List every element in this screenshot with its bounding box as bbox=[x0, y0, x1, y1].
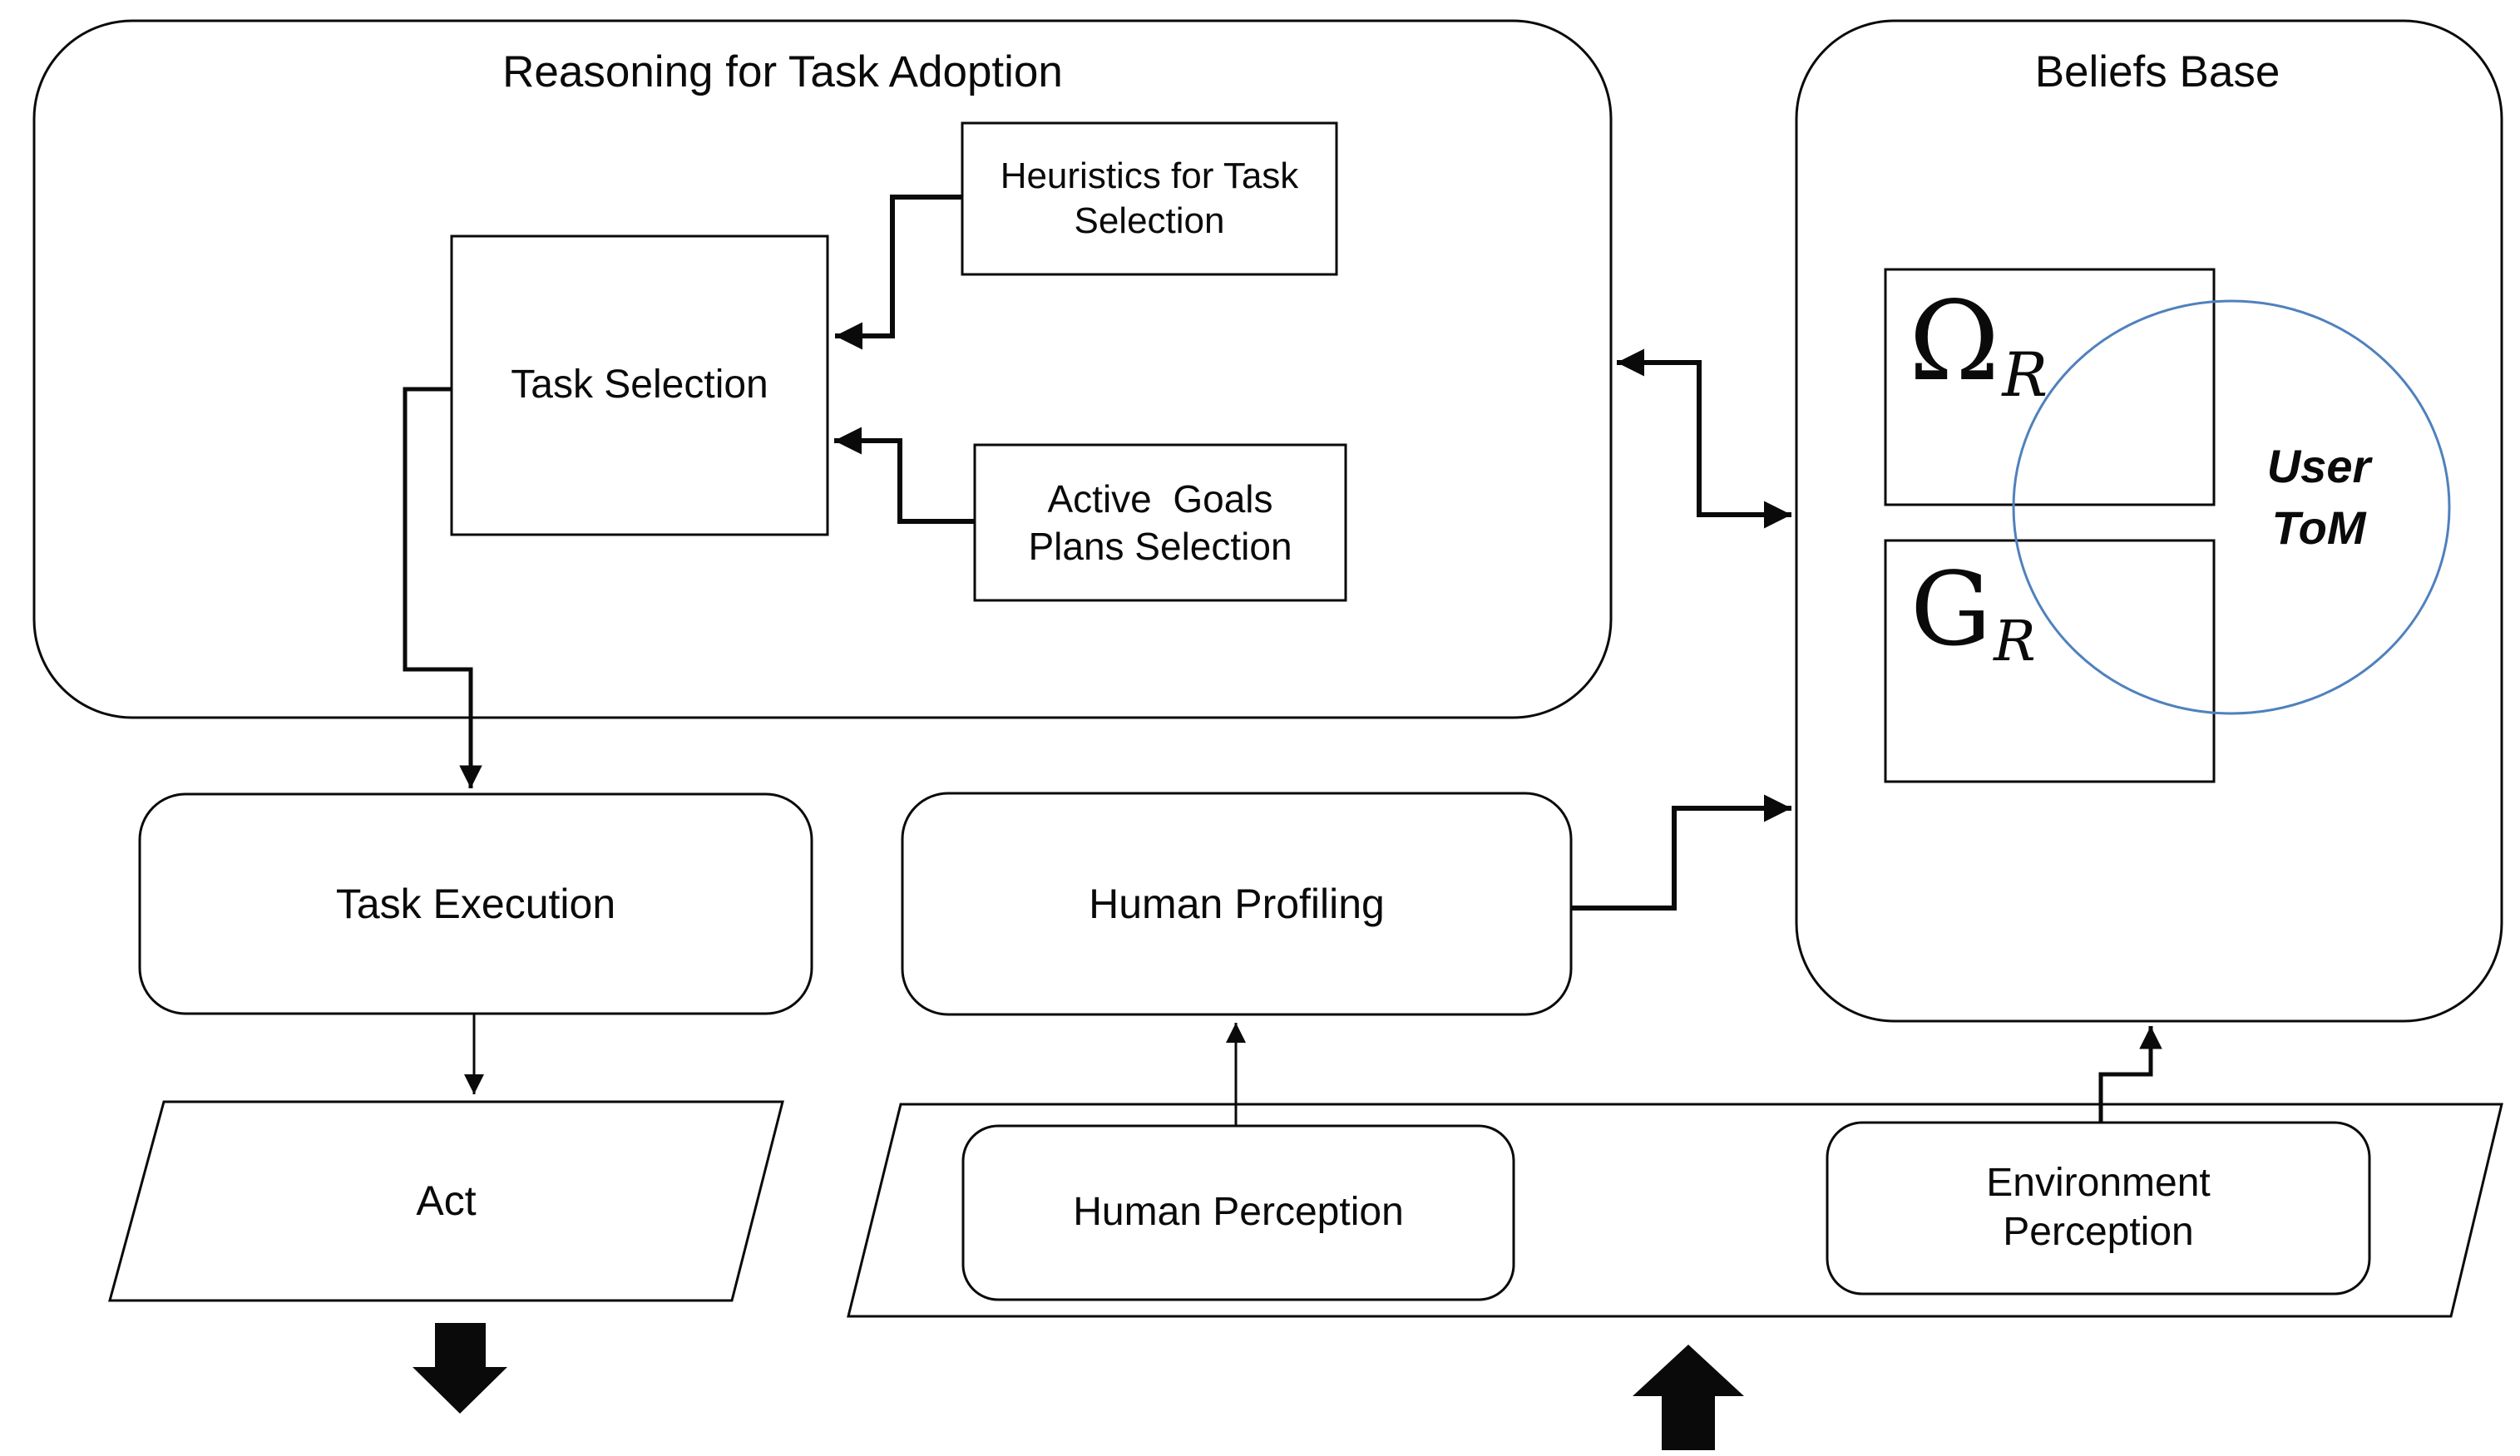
arrow-heuristics-to-task-selection bbox=[835, 195, 962, 350]
task-selection-box bbox=[450, 234, 829, 536]
human-perception-box bbox=[961, 1124, 1515, 1301]
beliefs-base-container-outline bbox=[1795, 19, 2503, 1023]
omega-r-box bbox=[1884, 268, 2216, 506]
arrow-task-selection-to-task-execution bbox=[403, 387, 482, 788]
human-profiling-box bbox=[901, 792, 1573, 1016]
reasoning-container-outline bbox=[32, 19, 1613, 719]
arrow-human-profiling-to-beliefs bbox=[1571, 794, 1791, 911]
active-goals-box bbox=[973, 443, 1347, 602]
arrow-environment-perception-to-beliefs bbox=[2098, 1026, 2162, 1123]
arrow-reasoning-beliefs-bidirectional bbox=[1617, 348, 1791, 529]
arrow-active-goals-to-task-selection bbox=[834, 427, 975, 524]
user-tom-circle bbox=[2012, 299, 2451, 715]
thick-input-up-arrow bbox=[1633, 1345, 1744, 1450]
environment-perception-box bbox=[1826, 1121, 2371, 1296]
heuristics-box bbox=[961, 121, 1338, 276]
g-r-box bbox=[1884, 539, 2216, 783]
task-execution-box bbox=[138, 792, 813, 1015]
act-parallelogram bbox=[108, 1100, 784, 1302]
thick-output-down-arrow bbox=[413, 1323, 507, 1414]
